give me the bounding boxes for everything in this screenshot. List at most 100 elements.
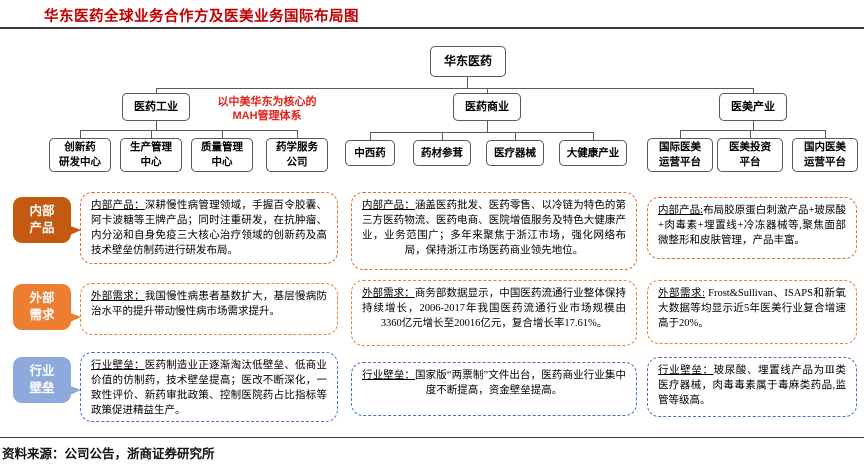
cell-barrier-aesthetics: 行业壁垒：玻尿酸、埋置线产品为Ⅲ类医疗器械，肉毒毒素属于毒麻类药品,监管等级高。 [647, 357, 857, 417]
leaf-label: 公司 [286, 156, 308, 168]
leaf-label: 药材参茸 [421, 146, 463, 159]
title-divider [0, 27, 864, 29]
cell-barrier-industry: 行业壁垒：医药制造业正逐渐淘汰低壁垒、低商业价值的仿制药，技术壁垒提高；医改不断… [80, 352, 338, 422]
bubble-label: 需求 [29, 308, 55, 322]
leaf-label: 研发中心 [59, 156, 101, 168]
cell-lead: 行业壁垒： [658, 365, 714, 376]
bubble-label: 内部 [29, 204, 55, 218]
cell-internal-industry: 内部产品：深耕慢性病管理领域，手握百令胶囊、阿卡波糖等王牌产品；同时注重研发，在… [80, 192, 338, 264]
leaf-label: 运营平台 [659, 156, 701, 168]
cell-body: 涵盖医药批发、医药零售、以冷链为特色的第三方医药物流、医药电商、医院增值服务及特… [362, 200, 626, 256]
connector-line [467, 77, 468, 88]
source-divider [0, 437, 864, 438]
connector-line [750, 130, 751, 138]
org-node-label: 医美产业 [731, 100, 775, 113]
cell-lead: 内部产品： [91, 200, 145, 211]
cell-lead: 行业壁垒： [91, 360, 145, 371]
leaf-label: 医美投资 [729, 141, 771, 153]
connector-line [753, 88, 754, 94]
connector-line [80, 130, 297, 131]
cell-body: 国家版“两票制”文件出台，医药商业行业集中度不断提高，资金壁垒提高。 [415, 370, 627, 396]
connector-line [593, 132, 594, 140]
connector-line [156, 88, 157, 94]
org-leaf-aesthetics-investment-platform: 医美投资 平台 [717, 138, 783, 172]
figure-title: 华东医药全球业务合作方及医美业务国际布局图 [44, 9, 359, 25]
connector-line [442, 132, 443, 140]
cell-body: 我国慢性病患者基数扩大，基层慢病防治水平的提升带动慢性病市场需求提升。 [91, 291, 328, 317]
mah-note-line2: MAH管理体系 [232, 110, 302, 122]
source-line: 资料来源：公司公告，浙商证券研究所 [2, 447, 215, 461]
connector-line [680, 130, 681, 138]
connector-line [151, 130, 152, 138]
bubble-industry-barriers: 行业 壁垒 [13, 357, 81, 403]
cell-body: 布局胶原蛋白刺激产品+玻尿酸+肉毒素+埋置线+冷冻器械等,聚焦面部微整形和皮肤管… [658, 205, 847, 246]
connector-line [370, 132, 371, 140]
org-leaf-pharmacy-service-co: 药学服务 公司 [266, 138, 328, 172]
connector-line [297, 130, 298, 138]
leaf-label: 创新药 [64, 141, 96, 153]
connector-line [487, 88, 488, 94]
org-node-root: 华东医药 [430, 46, 506, 77]
leaf-label: 质量管理 [201, 141, 243, 153]
cell-internal-commerce: 内部产品：涵盖医药批发、医药零售、以冷链为特色的第三方医药物流、医药电商、医院增… [351, 192, 637, 270]
leaf-label: 药学服务 [276, 141, 318, 153]
cell-body: 玻尿酸、埋置线产品为Ⅲ类医疗器械，肉毒毒素属于毒麻类药品,监管等级高。 [658, 365, 846, 406]
cell-body: Frost&Sullivan、ISAPS和新氧大数据等均显示近5年医美行业复合增… [658, 288, 847, 329]
org-node-label: 华东医药 [443, 54, 492, 68]
cell-lead: 外部需求: [658, 288, 705, 299]
org-leaf-western-chinese-medicine: 中西药 [345, 140, 395, 166]
cell-external-aesthetics: 外部需求: Frost&Sullivan、ISAPS和新氧大数据等均显示近5年医… [647, 280, 857, 344]
org-node-label: 医药商业 [465, 100, 509, 113]
connector-line [156, 88, 754, 89]
mah-red-note: 以中美华东为核心的 MAH管理体系 [198, 95, 336, 123]
org-leaf-domestic-aesthetics-platform: 国内医美 运营平台 [792, 138, 858, 172]
leaf-label: 国内医美 [804, 141, 846, 153]
bubble-internal-products: 内部 产品 [13, 197, 81, 243]
org-leaf-production-mgmt-center: 生产管理 中心 [120, 138, 182, 172]
bubble-label: 外部 [29, 291, 55, 305]
org-node-pharma-commerce: 医药商业 [453, 93, 521, 121]
cell-lead: 行业壁垒： [362, 370, 416, 381]
connector-line [487, 121, 488, 132]
leaf-label: 中心 [140, 156, 162, 168]
leaf-label: 中西药 [354, 146, 386, 159]
bubble-label: 壁垒 [29, 381, 55, 395]
mah-note-line1: 以中美华东为核心的 [217, 96, 317, 108]
cell-internal-aesthetics: 内部产品:布局胶原蛋白刺激产品+玻尿酸+肉毒素+埋置线+冷冻器械等,聚焦面部微整… [647, 197, 857, 259]
cell-lead: 内部产品: [658, 205, 704, 216]
org-node-pharma-industry: 医药工业 [122, 93, 190, 121]
cell-lead: 内部产品： [362, 200, 415, 211]
leaf-label: 中心 [211, 156, 233, 168]
org-node-medical-aesthetics: 医美产业 [719, 93, 787, 121]
connector-line [370, 132, 593, 133]
bubble-label: 产品 [29, 221, 55, 235]
org-node-label: 医药工业 [134, 100, 178, 113]
leaf-label: 运营平台 [804, 156, 846, 168]
leaf-label: 国际医美 [659, 141, 701, 153]
leaf-label: 大健康产业 [566, 146, 620, 159]
connector-line [222, 130, 223, 138]
cell-body: 医药制造业正逐渐淘汰低壁垒、低商业价值的仿制药，技术壁垒提高；医改不断深化，一致… [91, 360, 328, 416]
cell-body: 商务部数据显示，中国医药流通行业整体保持持续增长，2006-2017年我国医药流… [362, 288, 626, 329]
cell-lead: 外部需求： [91, 291, 145, 302]
org-leaf-quality-mgmt-center: 质量管理 中心 [191, 138, 253, 172]
org-leaf-big-health-industry: 大健康产业 [559, 140, 627, 166]
connector-line [680, 130, 825, 131]
connector-line [753, 121, 754, 130]
org-leaf-intl-aesthetics-platform: 国际医美 运营平台 [647, 138, 713, 172]
cell-external-commerce: 外部需求：商务部数据显示，中国医药流通行业整体保持持续增长，2006-2017年… [351, 280, 637, 346]
leaf-label: 平台 [739, 156, 761, 168]
connector-line [156, 121, 157, 130]
bubble-label: 行业 [29, 364, 55, 378]
connector-line [515, 132, 516, 140]
cell-lead: 外部需求： [362, 288, 415, 299]
cell-barrier-commerce: 行业壁垒：国家版“两票制”文件出台，医药商业行业集中度不断提高，资金壁垒提高。 [351, 362, 637, 416]
leaf-label: 生产管理 [130, 141, 172, 153]
org-leaf-herbal-materials: 药材参茸 [413, 140, 471, 166]
bubble-external-demand: 外部 需求 [13, 284, 81, 330]
cell-external-industry: 外部需求：我国慢性病患者基数扩大，基层慢病防治水平的提升带动慢性病市场需求提升。 [80, 283, 338, 335]
org-leaf-innovation-rd-center: 创新药 研发中心 [49, 138, 111, 172]
connector-line [825, 130, 826, 138]
org-leaf-medical-devices: 医疗器械 [486, 140, 544, 166]
